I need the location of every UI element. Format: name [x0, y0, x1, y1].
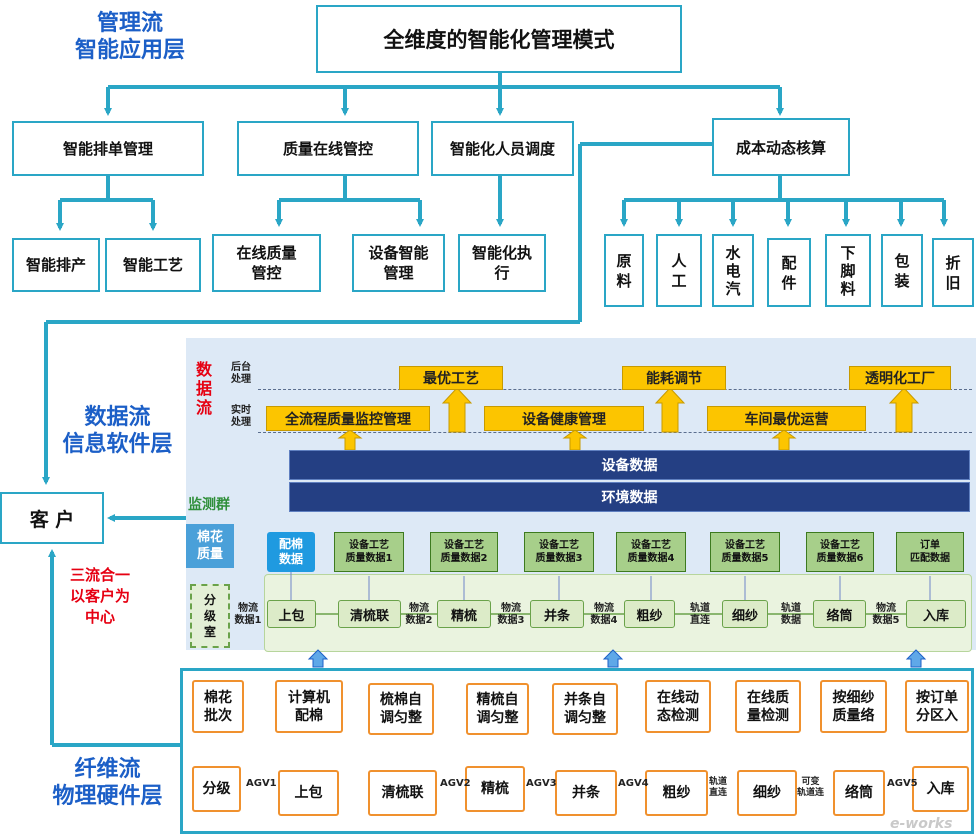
agv2-label: AGV2 [440, 778, 471, 789]
fiber-order-zone-box: 按订单 分区入 [905, 680, 969, 733]
staff-dispatch-box: 智能化人员调度 [431, 121, 574, 176]
equipment-data-bar: 设备数据 [289, 450, 970, 480]
agv1-label: AGV1 [246, 778, 277, 789]
agv4-label: AGV4 [618, 778, 649, 789]
cotton-data-box: 配棉 数据 [267, 532, 315, 572]
process-data-winding-box: 络筒 [813, 600, 866, 628]
backend-dashed-line [258, 389, 972, 390]
logistics-data-3: 物流 数据3 [497, 603, 525, 626]
customer-slogan: 三流合一 以客户为 中心 [69, 566, 130, 626]
quality-control-box: 质量在线管控 [237, 121, 419, 176]
logistics-data-2: 物流 数据2 [405, 603, 433, 626]
layer-fiber-label: 纤维流 物理硬件层 [52, 757, 163, 809]
rail-direct-label: 轨道 直连 [690, 603, 710, 626]
realtime-dashed-line [258, 432, 972, 433]
data-box-1: 设备工艺 质量数据1 [334, 532, 404, 572]
layer-management-label: 管理流 智能应用层 [74, 11, 185, 63]
equipment-smart-box: 设备智能 管理 [352, 234, 445, 292]
smart-process-box: 智能工艺 [105, 238, 201, 292]
variable-rail-label: 可变 轨道连 [797, 777, 825, 798]
smart-production-box: 智能排产 [12, 238, 100, 292]
process-data-spinning-box: 细纱 [722, 600, 768, 628]
process-data-bale-box: 上包 [267, 600, 316, 628]
cost-parts-box: 配 件 [767, 238, 811, 307]
equipment-health-box: 设备健康管理 [484, 406, 644, 431]
fiber-comb-autolevel-box: 精梳自 调匀整 [466, 683, 529, 735]
agv5-label: AGV5 [887, 778, 918, 789]
monitor-group-label: 监测群 [188, 497, 230, 513]
rail-data-label: 轨道 数据 [781, 603, 801, 626]
fiber-spinning-box: 细纱 [737, 770, 797, 816]
optimal-process-box: 最优工艺 [399, 366, 503, 390]
logistics-data-4: 物流 数据4 [590, 603, 618, 626]
fiber-online-dynamic-box: 在线动 态检测 [645, 680, 711, 733]
fiber-online-quality-box: 在线质 量检测 [735, 680, 801, 733]
backend-label: 后台 处理 [231, 362, 251, 385]
data-box-4: 设备工艺 质量数据4 [616, 532, 686, 572]
cost-depreciation-box: 折 旧 [932, 238, 974, 307]
data-flow-label: 数据 流 [195, 360, 212, 417]
fiber-warehouse-box: 入库 [912, 766, 969, 812]
cost-labor-box: 人 工 [656, 234, 702, 307]
watermark-logo: e-works [890, 816, 953, 832]
rail-direct-fiber-label: 轨道 直连 [709, 777, 728, 798]
cotton-quality-box: 棉花 质量 [186, 524, 234, 568]
agv3-label: AGV3 [526, 778, 557, 789]
fiber-draw-autolevel-box: 并条自 调匀整 [552, 683, 618, 735]
fiber-cotton-batch-box: 棉花 批次 [192, 680, 244, 733]
fiber-computer-blend-box: 计算机 配棉 [275, 680, 343, 733]
order-match-data-box: 订单 匹配数据 [896, 532, 964, 572]
fiber-bale-box: 上包 [278, 770, 339, 816]
fiber-carding-box: 清梳联 [368, 770, 437, 816]
fiber-combing-box: 精梳 [465, 766, 525, 812]
schedule-management-box: 智能排单管理 [12, 121, 204, 176]
cost-accounting-box: 成本动态核算 [712, 118, 850, 176]
fiber-roving-box: 粗纱 [645, 770, 708, 816]
grading-room-box: 分 级 室 [190, 584, 230, 648]
process-data-drawing-box: 并条 [530, 600, 584, 628]
workshop-operation-box: 车间最优运营 [707, 406, 866, 431]
process-data-carding-box: 清梳联 [338, 600, 401, 628]
realtime-label: 实时 处理 [231, 405, 251, 428]
logistics-data-5: 物流 数据5 [872, 603, 900, 626]
smart-execution-box: 智能化执 行 [458, 234, 546, 292]
fiber-card-autolevel-box: 梳棉自 调匀整 [368, 683, 434, 735]
data-box-5: 设备工艺 质量数据5 [710, 532, 780, 572]
cost-waste-box: 下 脚 料 [825, 234, 871, 307]
data-box-2: 设备工艺 质量数据2 [430, 532, 498, 572]
fiber-winding-box: 络筒 [833, 770, 885, 816]
environment-data-bar: 环境数据 [289, 482, 970, 512]
online-quality-box: 在线质量 管控 [212, 234, 321, 292]
fiber-drawing-box: 并条 [555, 770, 617, 816]
cost-packing-box: 包 装 [881, 234, 923, 307]
fiber-yarn-quality-box: 按细纱 质量络 [820, 680, 887, 733]
process-data-roving-box: 粗纱 [624, 600, 675, 628]
layer-data-label: 数据流 信息软件层 [62, 405, 173, 457]
energy-adjust-box: 能耗调节 [622, 366, 726, 390]
cost-raw-material-box: 原 料 [604, 234, 644, 307]
data-box-3: 设备工艺 质量数据3 [524, 532, 594, 572]
fiber-grading-box: 分级 [192, 766, 241, 812]
process-data-combing-box: 精梳 [437, 600, 491, 628]
transparent-factory-box: 透明化工厂 [849, 366, 951, 390]
process-data-warehouse-box: 入库 [906, 600, 966, 628]
data-box-6: 设备工艺 质量数据6 [806, 532, 874, 572]
main-title: 全维度的智能化管理模式 [316, 5, 682, 73]
customer-box: 客 户 [0, 492, 104, 544]
logistics-data-1: 物流 数据1 [234, 603, 262, 626]
quality-monitoring-box: 全流程质量监控管理 [266, 406, 430, 431]
cost-utility-box: 水 电 汽 [712, 234, 754, 307]
